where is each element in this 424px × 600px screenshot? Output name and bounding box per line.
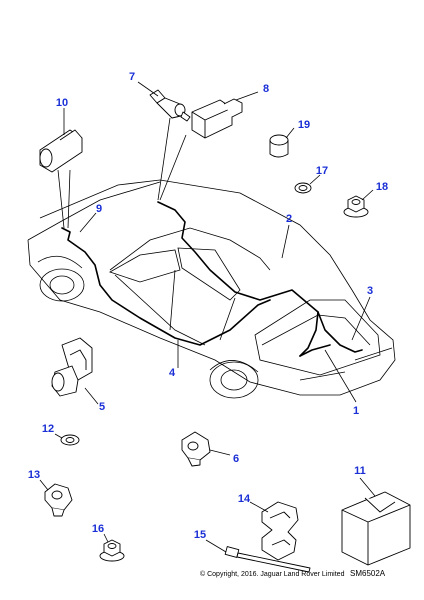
callout-10: 10 — [56, 97, 68, 109]
part-connector-8 — [191, 98, 243, 139]
callout-14: 14 — [238, 493, 251, 505]
callout-labels: 1 2 3 4 5 6 7 8 9 10 11 12 13 14 15 16 1… — [28, 71, 388, 541]
callout-8: 8 — [263, 83, 269, 95]
callout-11: 11 — [354, 465, 366, 477]
callout-4: 4 — [169, 367, 176, 379]
wiring-harness — [61, 201, 363, 357]
callout-19: 19 — [298, 119, 310, 131]
callout-17: 17 — [316, 165, 328, 177]
car-outline — [27, 179, 396, 399]
part-clip-6 — [181, 431, 211, 467]
callout-9: 9 — [96, 203, 102, 215]
part-cap-19 — [269, 134, 289, 158]
callout-2: 2 — [286, 213, 292, 225]
callout-16: 16 — [92, 523, 104, 535]
callout-15: 15 — [194, 529, 206, 541]
part-bracket-14 — [261, 501, 299, 561]
part-sleeve-10 — [39, 129, 83, 173]
part-cable-tie-15 — [224, 546, 311, 573]
callout-18: 18 — [376, 181, 388, 193]
part-clip-5 — [51, 337, 93, 397]
callout-6: 6 — [233, 453, 239, 465]
copyright-text: © Copyright, 2016. Jaguar Land Rover Lim… — [200, 570, 345, 578]
reference-code: SM6502A — [350, 569, 386, 578]
part-nut-16 — [99, 539, 125, 562]
part-washer-17 — [294, 182, 312, 194]
callout-3: 3 — [367, 285, 373, 297]
callout-7: 7 — [129, 71, 135, 83]
leader-lines — [39, 81, 376, 553]
callout-1: 1 — [353, 405, 359, 417]
part-kit-box-11 — [341, 491, 411, 566]
part-nut-18 — [343, 195, 369, 218]
callout-5: 5 — [99, 401, 105, 413]
part-clip-13 — [44, 483, 73, 517]
callout-13: 13 — [28, 469, 40, 481]
part-washer-12 — [60, 434, 80, 446]
callout-12: 12 — [42, 423, 54, 435]
part-sensor-7 — [149, 89, 191, 122]
